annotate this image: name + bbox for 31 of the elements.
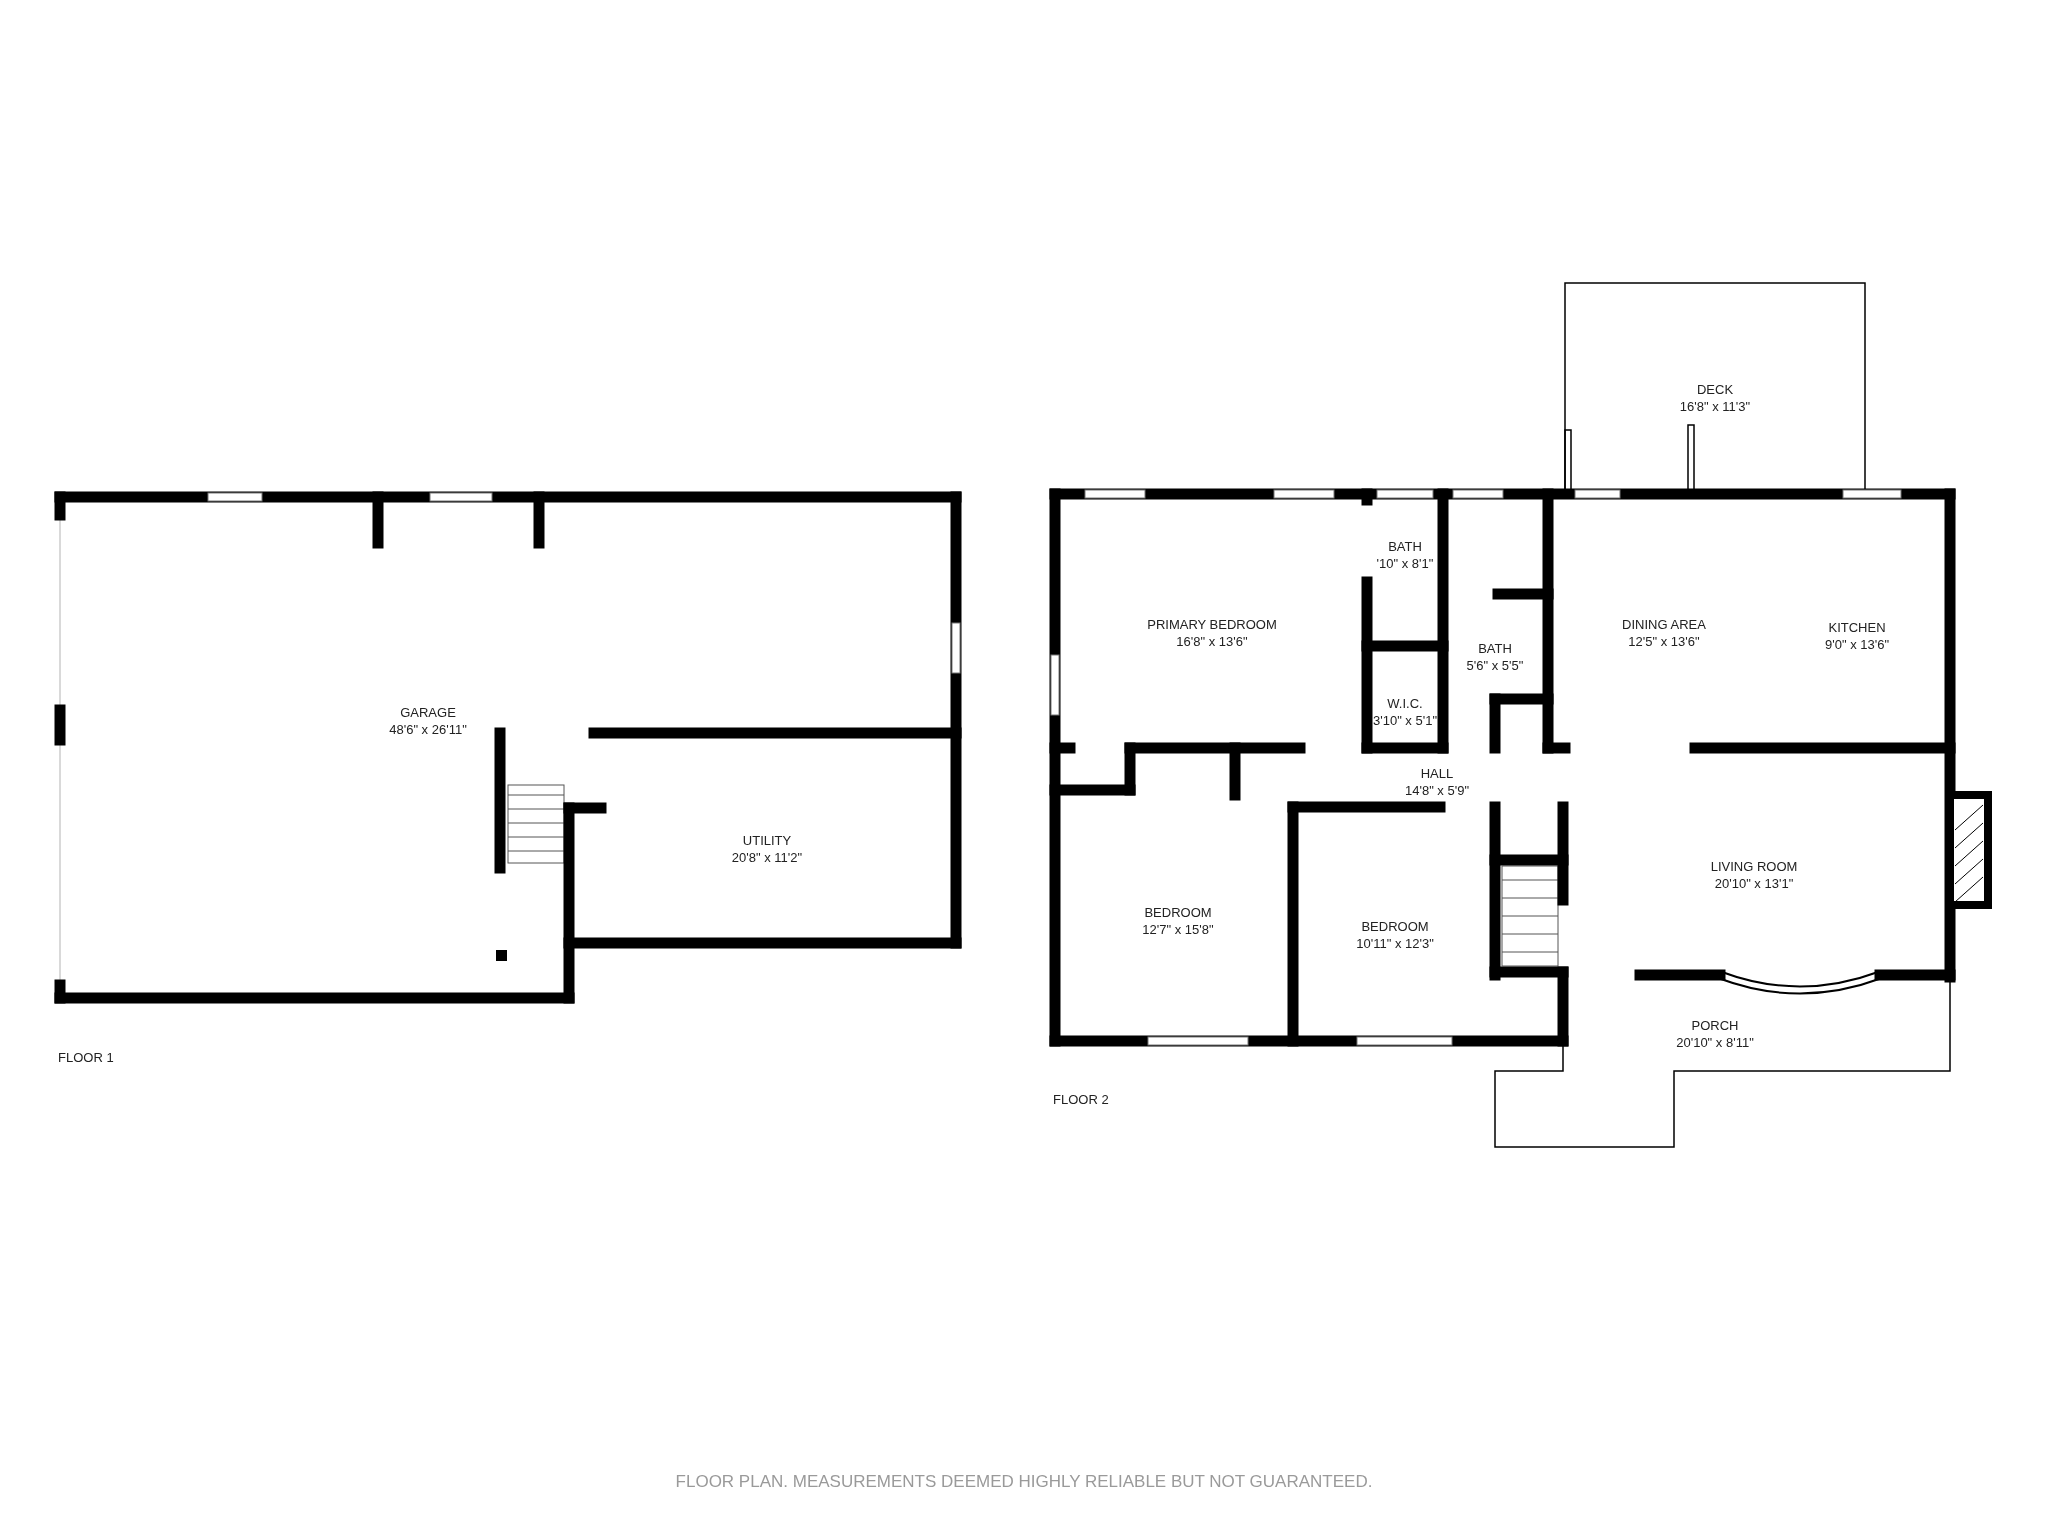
room-name: LIVING ROOM — [1710, 859, 1798, 874]
room-name: BATH — [1388, 539, 1422, 554]
room-dimensions: 20'10" x 8'11" — [1676, 1035, 1754, 1050]
room-name: UTILITY — [742, 833, 792, 848]
room-name: GARAGE — [400, 705, 456, 720]
room-name: KITCHEN — [1828, 620, 1886, 635]
room-dimensions: 16'8" x 13'6" — [1176, 634, 1248, 649]
room-dimensions: 12'5" x 13'6" — [1628, 634, 1700, 649]
room-dimensions: 10'11" x 12'3" — [1356, 936, 1434, 951]
room-name: BATH — [1478, 641, 1512, 656]
room-dimensions: 5'6" x 5'5" — [1466, 658, 1524, 673]
disclaimer-note: FLOOR PLAN. MEASUREMENTS DEEMED HIGHLY RELIABLE BUT NOT GUARANTEED. — [675, 1472, 1373, 1492]
room-name: BEDROOM — [1361, 919, 1429, 934]
room-name: DINING AREA — [1622, 617, 1706, 632]
room-dimensions: 48'6" x 26'11" — [389, 722, 467, 737]
room-dimensions: 14'8" x 5'9" — [1404, 783, 1470, 798]
room-name: HALL — [1420, 766, 1454, 781]
room-dimensions: 3'10" x 5'1" — [1372, 713, 1438, 728]
room-dimensions: 9'0" x 13'6" — [1824, 637, 1890, 652]
room-dimensions: 20'8" x 11'2" — [731, 850, 803, 865]
floor-label: FLOOR 2 — [1053, 1092, 1109, 1107]
room-name: W.I.C. — [1387, 696, 1423, 711]
room-dimensions: 20'10" x 13'1" — [1714, 876, 1794, 891]
room-name: DECK — [1696, 382, 1734, 397]
room-name: PORCH — [1691, 1018, 1739, 1033]
floor-label: FLOOR 1 — [58, 1050, 114, 1065]
room-name: BEDROOM — [1144, 905, 1212, 920]
room-dimensions: '10" x 8'1" — [1376, 556, 1434, 571]
room-dimensions: 12'7" x 15'8" — [1142, 922, 1214, 937]
room-dimensions: 16'8" x 11'3" — [1679, 399, 1751, 414]
room-name: PRIMARY BEDROOM — [1147, 617, 1277, 632]
